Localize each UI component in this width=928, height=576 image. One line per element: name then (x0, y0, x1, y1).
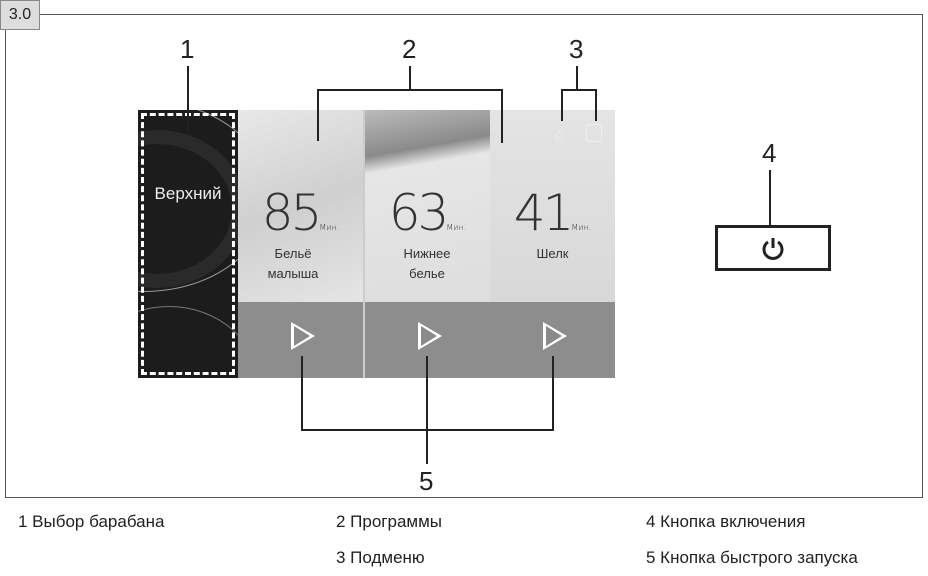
callout-line (561, 89, 563, 121)
program-time: 41 (513, 184, 575, 242)
callout-line (187, 66, 189, 130)
callout-line (552, 356, 554, 431)
drum-label: Верхний (154, 184, 222, 203)
program-name: Бельё малыша (267, 246, 319, 281)
legend-item: 2 Программы (336, 512, 443, 531)
callout-line (317, 89, 319, 141)
callout-line (501, 89, 503, 143)
program-card[interactable]: 63Мин. Нижнее белье (365, 110, 490, 378)
drum-selector[interactable]: Верхний (138, 110, 238, 378)
quick-start-play-icon[interactable] (290, 322, 315, 350)
control-panel-screen: Верхний 85Мин. Бельё малыша 63Мин. Нижне… (138, 110, 615, 378)
power-icon (762, 238, 784, 260)
callout-bracket (561, 89, 597, 91)
callout-4: 4 (762, 138, 777, 168)
power-button[interactable] (715, 225, 831, 271)
legend-item: 4 Кнопка включения (646, 512, 806, 531)
callout-bracket (301, 429, 554, 431)
callout-line (301, 356, 303, 431)
program-name: Шелк (536, 246, 569, 261)
legend-item: 3 Подменю (336, 548, 425, 567)
program-card[interactable]: ☆ 41Мин. Шелк (490, 110, 615, 378)
program-time: 85 (261, 184, 323, 242)
callout-3: 3 (569, 34, 584, 64)
quick-start-play-icon[interactable] (542, 322, 567, 350)
program-card[interactable]: 85Мин. Бельё малыша (238, 110, 363, 378)
time-unit: Мин. (319, 223, 340, 232)
callout-line (426, 356, 428, 464)
legend-item: 1 Выбор барабана (18, 512, 165, 531)
figure-label: 3.0 (0, 0, 40, 30)
quick-start-play-icon[interactable] (417, 322, 442, 350)
callout-line (769, 170, 771, 226)
time-unit: Мин. (571, 223, 592, 232)
callout-bracket (317, 89, 503, 91)
callout-2: 2 (402, 34, 417, 64)
program-name: Нижнее белье (403, 246, 451, 281)
program-time: 63 (388, 184, 450, 242)
callout-line (576, 66, 578, 90)
callout-5: 5 (419, 466, 434, 496)
figure-frame (5, 14, 923, 498)
callout-line (409, 66, 411, 90)
submenu-icon[interactable] (586, 124, 602, 142)
favorite-star-icon[interactable]: ☆ (552, 128, 567, 145)
legend-item: 5 Кнопка быстрого запуска (646, 548, 858, 567)
callout-1: 1 (180, 34, 195, 64)
callout-line (595, 89, 597, 121)
time-unit: Мин. (446, 223, 467, 232)
